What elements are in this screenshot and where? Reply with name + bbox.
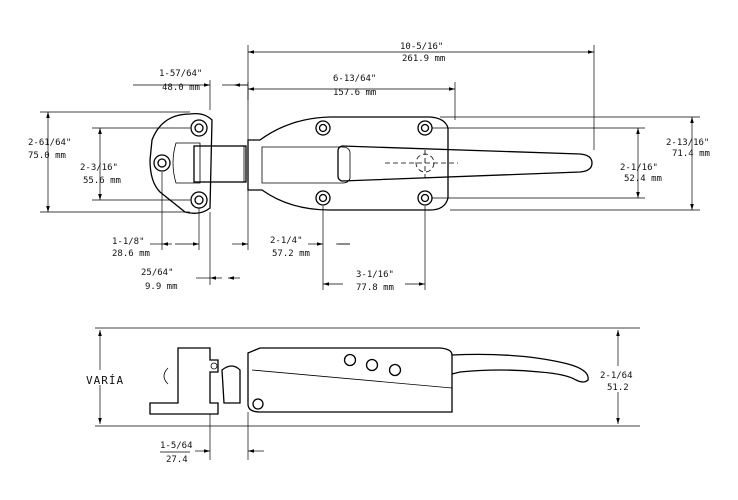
projection-metric: 27.4 [166, 455, 188, 465]
gap-fraction: 25/64" [141, 268, 174, 278]
dim-hole-to-hole: 2-1/4" 57.2 mm [270, 206, 350, 290]
handle-height-fraction: 2-1/64 [600, 371, 633, 381]
strike-width-fraction: 1-1/8" [112, 237, 145, 247]
dim-strike-height: 2-61/64" 75.0 mm [28, 111, 190, 213]
varies-label: VARÍA [86, 374, 124, 387]
overall-length-metric: 261.9 mm [402, 54, 445, 64]
strike-plate [149, 112, 213, 214]
dim-strike-hole-spacing: 2-3/16" 55.6 mm [80, 127, 190, 201]
hole-to-hole-metric: 57.2 mm [272, 249, 310, 259]
hole-span-fraction: 6-13/64" [333, 74, 376, 84]
side-view-strike [149, 347, 219, 415]
handle-height-metric: 51.2 [607, 383, 629, 393]
hole-to-pivot-metric: 77.8 mm [356, 283, 394, 293]
latch-height-fraction: 2-13/16" [666, 138, 709, 148]
dim-handle-height: 2-1/64 51.2 [95, 327, 640, 427]
dim-latch-hole-spacing: 2-1/16" 52.4 mm [432, 127, 662, 199]
latch-hole-spacing-metric: 52.4 mm [624, 174, 662, 184]
side-view-latch [221, 347, 589, 413]
overall-length-fraction: 10-5/16" [400, 42, 443, 52]
dim-gap: 25/64" 9.9 mm [141, 190, 249, 292]
hole-to-pivot-fraction: 3-1/16" [356, 270, 394, 280]
dim-projection: 1-5/64 27.4 [160, 412, 264, 465]
latch-hole-spacing-fraction: 2-1/16" [620, 163, 658, 173]
strike-offset-fraction: 1-57/64" [159, 69, 202, 79]
strike-height-fraction: 2-61/64" [28, 138, 71, 148]
latch-handle [337, 145, 593, 182]
strike-height-metric: 75.0 mm [28, 151, 66, 161]
dim-strike-offset: 1-57/64" 48.0 mm [133, 69, 248, 110]
hole-span-metric: 157.6 mm [333, 88, 376, 98]
strike-hole-spacing-fraction: 2-3/16" [80, 163, 118, 173]
hole-to-hole-fraction: 2-1/4" [270, 236, 303, 246]
strike-hole-spacing-metric: 55.6 mm [83, 176, 121, 186]
gap-metric: 9.9 mm [145, 282, 178, 292]
projection-fraction: 1-5/64 [160, 441, 193, 451]
strike-offset-metric: 48.0 mm [162, 83, 200, 93]
latch-height-metric: 71.4 mm [672, 149, 710, 159]
roller-bracket [193, 145, 247, 183]
dim-strike-width: 1-1/8" 28.6 mm [112, 172, 200, 259]
strike-width-metric: 28.6 mm [112, 249, 150, 259]
dim-latch-height: 2-13/16" 71.4 mm [440, 116, 710, 211]
dim-hole-to-pivot: 3-1/16" 77.8 mm [323, 206, 426, 293]
dim-hole-span: 6-13/64" 157.6 mm [247, 74, 456, 120]
latch-body [247, 116, 449, 211]
